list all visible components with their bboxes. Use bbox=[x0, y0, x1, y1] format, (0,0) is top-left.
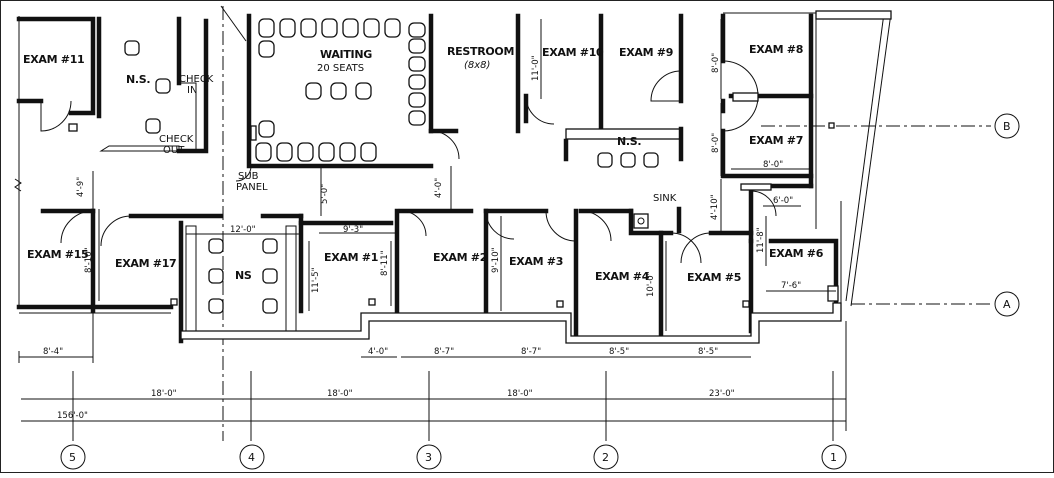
dim-18-0-b: 18'-0" bbox=[327, 389, 353, 399]
dim-5-0: 5'-0" bbox=[320, 184, 330, 204]
dim-8-4: 8'-4" bbox=[43, 347, 63, 357]
dim-18-0-c: 18'-0" bbox=[507, 389, 533, 399]
dim-4-0-a: 4'-0" bbox=[434, 178, 444, 198]
dim-8-7-a: 8'-7" bbox=[434, 347, 454, 357]
grid-bubble-2 bbox=[593, 444, 619, 470]
grid-bubble-label-a: A bbox=[1003, 298, 1011, 311]
dim-8-0-c: 8'-0" bbox=[763, 160, 783, 170]
room-labels: EXAM #11 N.S. CHECK IN CHECK OUT WAITING… bbox=[23, 43, 824, 284]
dim-8-10: 8'-10" bbox=[84, 247, 94, 273]
room-label-restroom: RESTROOM bbox=[447, 45, 514, 58]
waiting-chairs bbox=[255, 18, 426, 162]
room-label-exam-1: EXAM #1 bbox=[324, 251, 378, 264]
grid-bubble-5 bbox=[60, 444, 86, 470]
dim-12-0: 12'-0" bbox=[230, 225, 256, 235]
grid-bubble-b bbox=[994, 113, 1020, 139]
room-label-exam-5: EXAM #5 bbox=[687, 271, 741, 284]
grid-bubble-label-1: 1 bbox=[830, 451, 837, 464]
room-label-check-out-1: CHECK bbox=[159, 134, 194, 145]
grid-bubble-a bbox=[994, 291, 1020, 317]
room-label-restroom-size: (8x8) bbox=[464, 60, 490, 71]
room-label-ns-right: N.S. bbox=[617, 135, 641, 148]
room-label-exam-2: EXAM #2 bbox=[433, 251, 487, 264]
dim-8-7-b: 8'-7" bbox=[521, 347, 541, 357]
break-line bbox=[220, 5, 247, 42]
room-label-exam-7: EXAM #7 bbox=[749, 134, 803, 147]
room-label-exam-15: EXAM #15 bbox=[27, 248, 88, 261]
dim-9-3: 9'-3" bbox=[343, 225, 363, 235]
room-label-waiting-seats: 20 SEATS bbox=[317, 63, 364, 74]
grid-bubble-3 bbox=[416, 444, 442, 470]
dim-9-10: 9'-10" bbox=[491, 247, 501, 273]
room-label-sub-panel-2: PANEL bbox=[236, 182, 268, 193]
dim-156-0: 156'-0" bbox=[57, 411, 88, 421]
room-label-exam-17: EXAM #17 bbox=[115, 257, 176, 270]
grid-lines bbox=[222, 6, 991, 441]
dim-10-0: 10'-0" bbox=[646, 271, 656, 297]
walls bbox=[16, 10, 892, 344]
room-label-check-out-2: OUT bbox=[163, 145, 185, 156]
room-label-exam-9: EXAM #9 bbox=[619, 46, 673, 59]
dim-4-9: 4'-9" bbox=[76, 177, 86, 197]
room-label-waiting: WAITING bbox=[320, 48, 372, 61]
room-label-exam-10: EXAM #10 bbox=[542, 46, 604, 59]
dim-4-0-b: 4'-0" bbox=[368, 347, 388, 357]
dim-6-0: 6'-0" bbox=[773, 196, 793, 206]
grid-bubble-label-2: 2 bbox=[602, 451, 609, 464]
room-label-exam-11: EXAM #11 bbox=[23, 53, 84, 66]
break-mark bbox=[14, 178, 22, 192]
dim-8-5-a: 8'-5" bbox=[609, 347, 629, 357]
furniture bbox=[68, 18, 839, 332]
dim-18-0-a: 18'-0" bbox=[151, 389, 177, 399]
dim-8-5-b: 8'-5" bbox=[698, 347, 718, 357]
room-label-sink: SINK bbox=[653, 193, 677, 204]
dim-11-8: 11'-8" bbox=[756, 227, 766, 253]
grid-bubble-label-5: 5 bbox=[69, 451, 76, 464]
room-label-sub-panel-1: SUB bbox=[238, 171, 259, 182]
grid-bubble-4 bbox=[239, 444, 265, 470]
grid-bubble-label-4: 4 bbox=[248, 451, 255, 464]
room-label-exam-6: EXAM #6 bbox=[769, 247, 824, 260]
dim-4-10: 4'-10" bbox=[710, 194, 720, 220]
room-label-exam-4: EXAM #4 bbox=[595, 270, 650, 283]
dim-11-5: 11'-5" bbox=[311, 267, 321, 293]
dim-8-11: 8'-11" bbox=[380, 250, 390, 276]
dim-11-0: 11'-0" bbox=[531, 55, 541, 81]
room-label-ns-bottom: NS bbox=[235, 269, 252, 282]
grid-bubble-1 bbox=[821, 444, 847, 470]
doors bbox=[40, 60, 777, 264]
dimension-lines bbox=[18, 19, 847, 441]
dim-7-6: 7'-6" bbox=[781, 281, 801, 291]
grid-bubble-label-3: 3 bbox=[425, 451, 432, 464]
room-label-exam-8: EXAM #8 bbox=[749, 43, 803, 56]
grid-bubble-label-b: B bbox=[1003, 120, 1011, 133]
room-label-ns-top: N.S. bbox=[126, 73, 150, 86]
room-label-exam-3: EXAM #3 bbox=[509, 255, 563, 268]
dimension-labels: 11'-0" 8'-0" 8'-0" 8'-0" 4'-9" 5'-0" 4'-… bbox=[43, 53, 801, 421]
room-label-check-in-1: CHECK bbox=[179, 74, 214, 85]
dim-8-0-b: 8'-0" bbox=[711, 133, 721, 153]
grid-bubbles: 5 4 3 2 1 B A bbox=[60, 113, 1020, 470]
dim-8-0-a: 8'-0" bbox=[711, 53, 721, 73]
room-label-check-in-2: IN bbox=[187, 85, 197, 96]
dim-23-0: 23'-0" bbox=[709, 389, 735, 399]
